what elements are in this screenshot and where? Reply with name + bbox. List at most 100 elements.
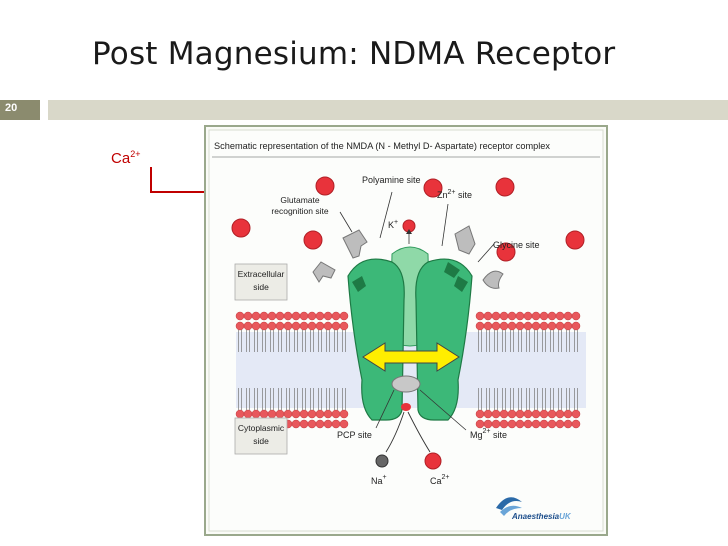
lipid-head bbox=[315, 311, 325, 321]
mg-label-charge: 2+ bbox=[483, 428, 491, 435]
potassium-label: K+ bbox=[388, 219, 398, 230]
lipid-head bbox=[555, 311, 565, 321]
lipid-head bbox=[299, 311, 309, 321]
cytoplasmic-label-1: Cytoplasmic bbox=[238, 423, 285, 433]
lipid-head bbox=[307, 409, 317, 419]
glutamate-leader bbox=[339, 211, 353, 233]
lipid-head bbox=[515, 311, 525, 321]
ion-ball bbox=[496, 242, 516, 262]
lipid-head bbox=[251, 409, 261, 419]
pcp-leader bbox=[375, 389, 395, 429]
lipid-head bbox=[315, 409, 325, 419]
lipid-head bbox=[547, 311, 557, 321]
slide-number-box: 20 bbox=[0, 100, 40, 120]
lipid-head bbox=[235, 321, 245, 331]
lipid-head bbox=[491, 419, 501, 429]
polyamine-leader bbox=[379, 191, 393, 239]
lipid-head bbox=[563, 419, 573, 429]
lipid-head bbox=[515, 409, 525, 419]
calcium-label: Ca2+ bbox=[430, 474, 450, 486]
mg-leader bbox=[419, 389, 467, 431]
lipid-head bbox=[267, 321, 277, 331]
left-binding-pocket bbox=[352, 276, 366, 292]
logo-text: AnaesthesiaUK bbox=[511, 512, 572, 521]
lipid-head bbox=[523, 311, 533, 321]
lipid-head bbox=[291, 321, 301, 331]
lipid-head bbox=[491, 409, 501, 419]
lipid-head bbox=[235, 409, 245, 419]
lipid-head bbox=[291, 311, 301, 321]
glutamate-ligand-2 bbox=[312, 261, 336, 283]
lipid-head bbox=[531, 419, 541, 429]
potassium-label-charge: + bbox=[394, 219, 398, 226]
ion-ball bbox=[231, 218, 251, 238]
anaesthesiauk-logo: AnaesthesiaUK bbox=[496, 497, 572, 521]
slide-number: 20 bbox=[5, 102, 18, 114]
glutamate-label-1: Glutamate bbox=[280, 195, 319, 205]
glutamate-ligand bbox=[342, 229, 368, 259]
lipid-head bbox=[475, 321, 485, 331]
ligands bbox=[312, 225, 504, 289]
lipid-head bbox=[283, 311, 293, 321]
lipid-head bbox=[507, 419, 517, 429]
channel-ion bbox=[401, 403, 411, 411]
lipid-head bbox=[483, 409, 493, 419]
calcium-ion bbox=[424, 452, 442, 470]
calcium-callout-label: Ca2+ bbox=[111, 149, 140, 167]
lateral-double-arrow bbox=[362, 342, 460, 372]
calcium-exit-arrow bbox=[407, 411, 431, 453]
lipid-head bbox=[539, 311, 549, 321]
lipid-head bbox=[483, 311, 493, 321]
extracellular-label-2: side bbox=[253, 282, 269, 292]
lipid-head bbox=[547, 419, 557, 429]
lipid-head bbox=[539, 409, 549, 419]
lipid-head bbox=[315, 321, 325, 331]
zinc-label-charge: 2+ bbox=[448, 189, 456, 196]
glutamate-label-2: recognition site bbox=[271, 206, 328, 216]
lipid-head bbox=[531, 409, 541, 419]
zinc-leader bbox=[441, 203, 449, 247]
lipid-head bbox=[571, 321, 581, 331]
lipid-head bbox=[315, 419, 325, 429]
lipid-head bbox=[275, 311, 285, 321]
receptor-right-subunit bbox=[415, 258, 473, 421]
lipid-head bbox=[339, 321, 349, 331]
lipid-head bbox=[259, 321, 269, 331]
cytoplasmic-box bbox=[234, 417, 288, 455]
lipid-head bbox=[331, 409, 341, 419]
lipid-head bbox=[507, 409, 517, 419]
lipid-head bbox=[243, 409, 253, 419]
calcium-label-base: Ca bbox=[430, 476, 442, 486]
ion-ball bbox=[565, 230, 585, 250]
glycine-ligand bbox=[454, 225, 476, 255]
lipid-head bbox=[539, 321, 549, 331]
lipid-head bbox=[339, 419, 349, 429]
logo-suffix: UK bbox=[559, 512, 572, 521]
lipid-head bbox=[331, 321, 341, 331]
ion-ball bbox=[423, 178, 443, 198]
receptor-left-subunit bbox=[347, 258, 405, 421]
lipid-head bbox=[563, 311, 573, 321]
potassium-label-base: K bbox=[388, 220, 394, 230]
lipid-head bbox=[339, 311, 349, 321]
lipid-head bbox=[259, 409, 269, 419]
lipid-head bbox=[299, 321, 309, 331]
zinc-binding-pocket bbox=[444, 262, 460, 278]
lipid-head bbox=[515, 321, 525, 331]
logo-swoosh-icon-2 bbox=[500, 505, 522, 516]
lipid-head bbox=[547, 321, 557, 331]
lipid-head bbox=[291, 419, 301, 429]
sodium-exit-arrow bbox=[385, 411, 405, 453]
lipid-head bbox=[499, 311, 509, 321]
lipid-head bbox=[571, 311, 581, 321]
lipid-head bbox=[483, 419, 493, 429]
zinc-label-suffix: site bbox=[456, 190, 473, 200]
lipid-head bbox=[275, 409, 285, 419]
lipid-head bbox=[235, 311, 245, 321]
lipid-head bbox=[507, 321, 517, 331]
logo-swoosh-icon bbox=[496, 497, 522, 510]
lipid-head bbox=[331, 419, 341, 429]
lipid-head bbox=[339, 409, 349, 419]
lipid-head bbox=[251, 311, 261, 321]
